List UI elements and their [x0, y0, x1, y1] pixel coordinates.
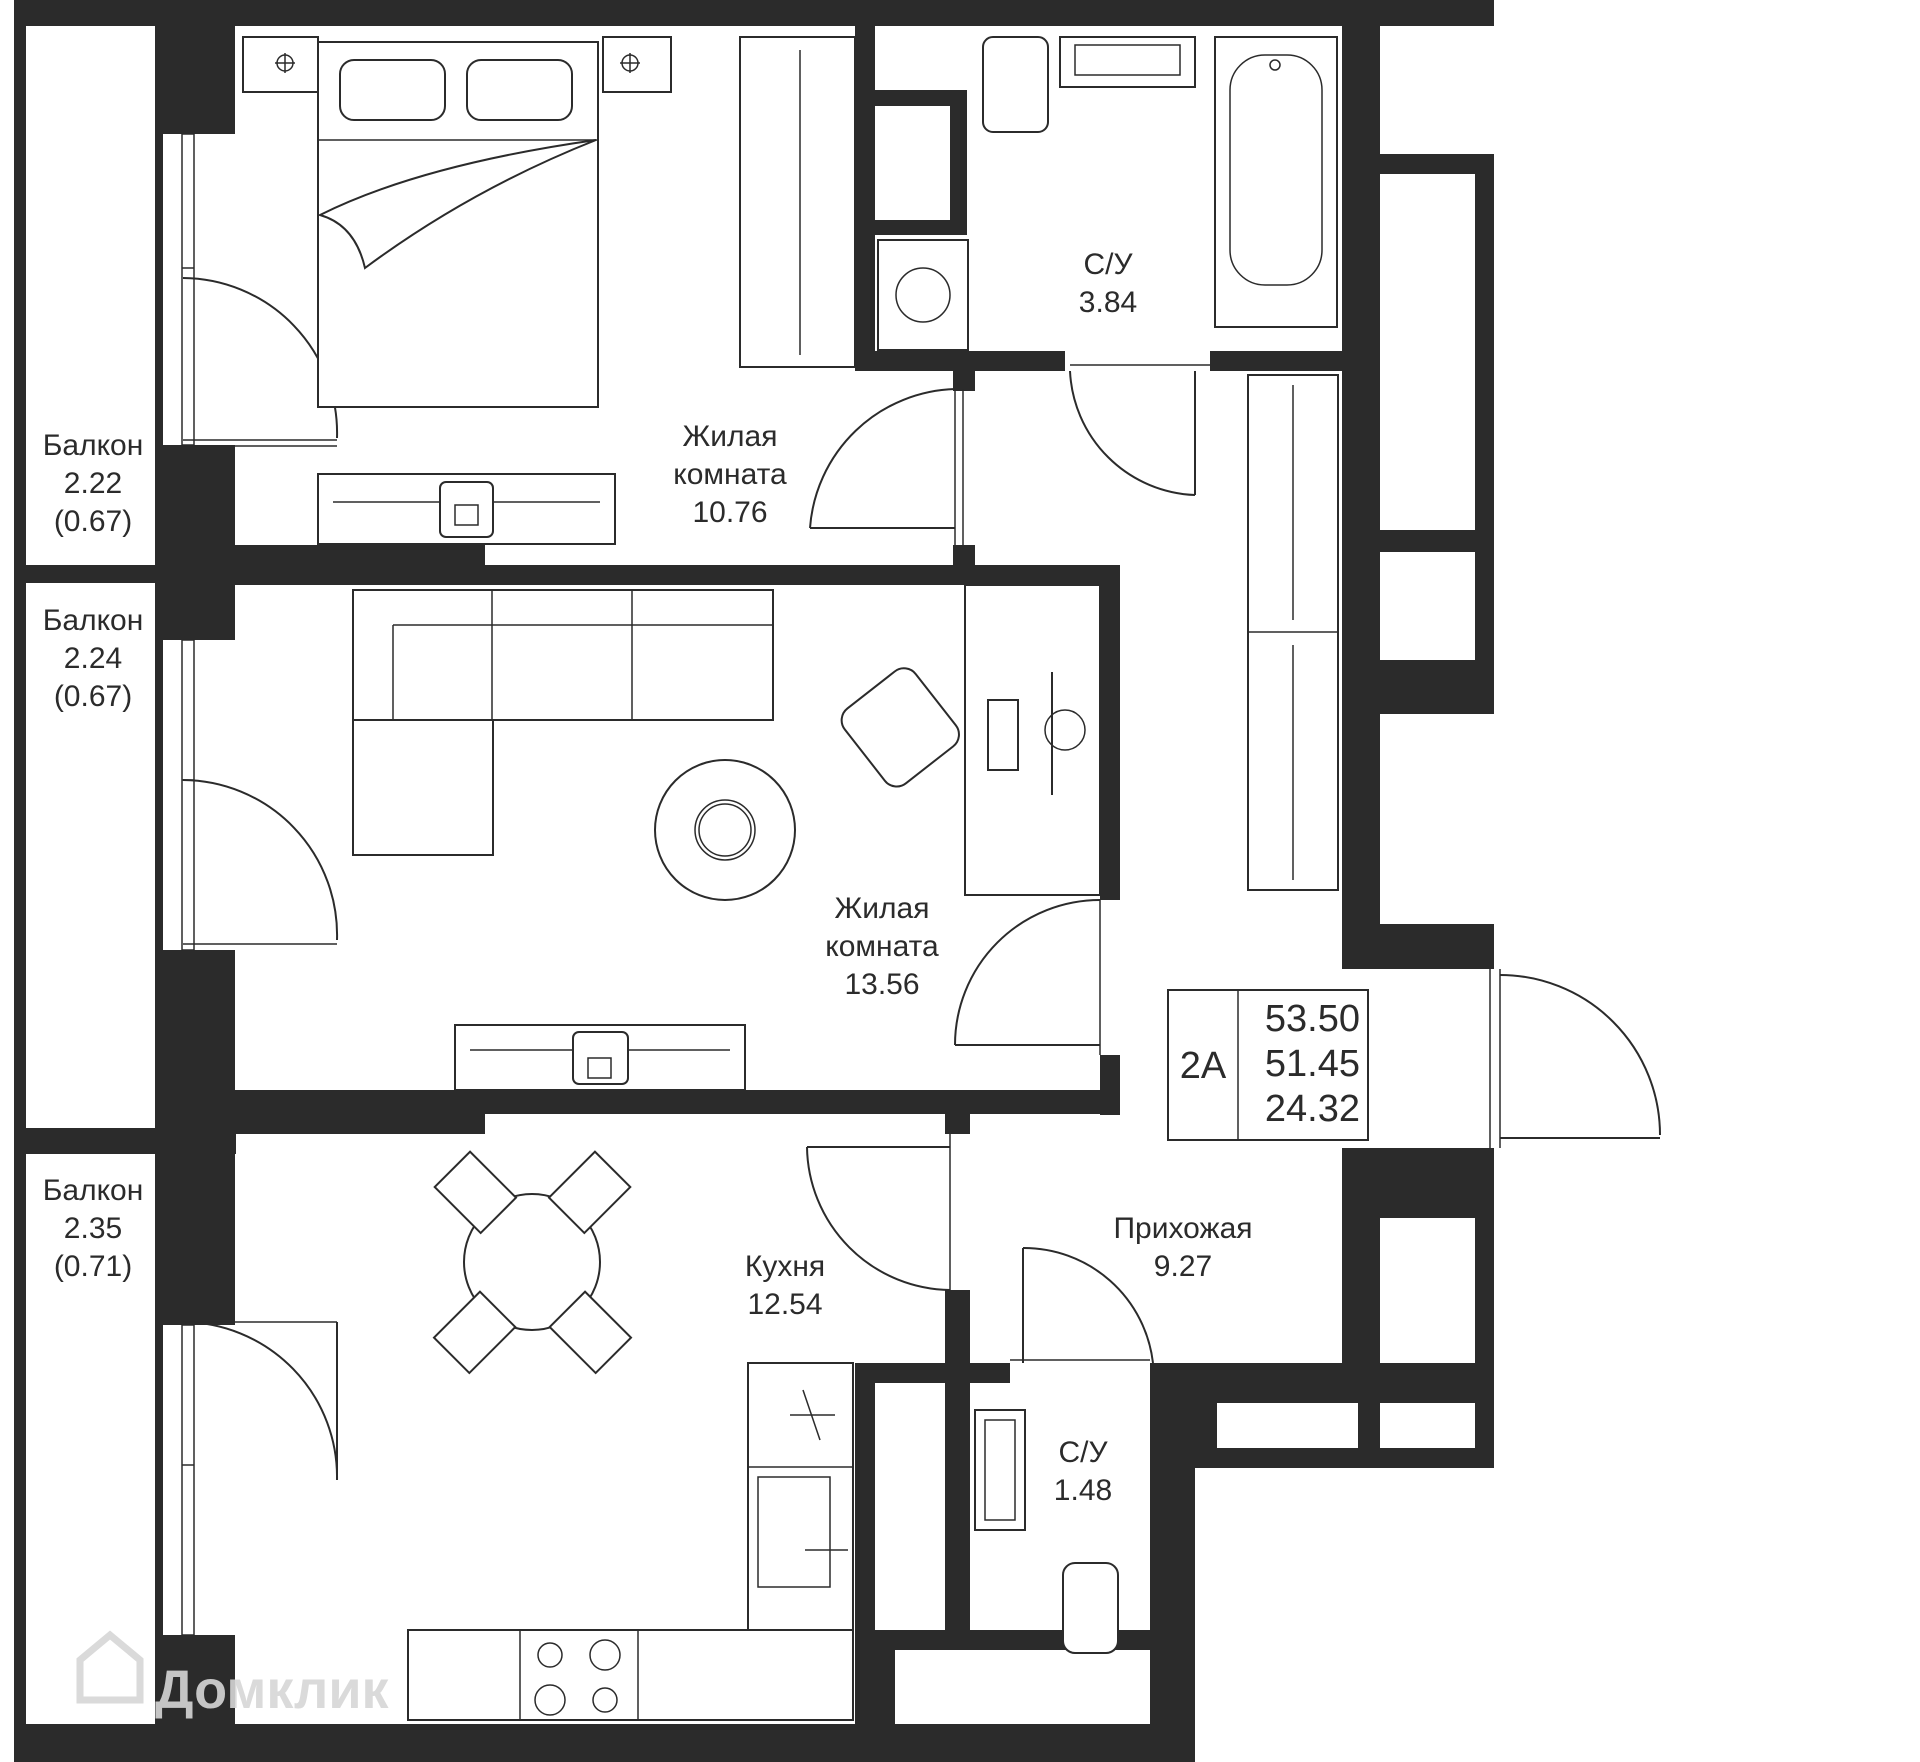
hall-area: 9.27: [1154, 1250, 1212, 1283]
bathroom-main-fixtures: [877, 36, 1338, 351]
sofa: [352, 589, 774, 721]
walls: [155, 26, 1494, 1762]
balcony-2-area: 2.24: [64, 642, 122, 675]
balcony-strip: [14, 0, 1494, 1762]
cooktop-icon: [519, 1629, 639, 1721]
round-rug: [654, 759, 796, 901]
kitchen-sink-icon: [757, 1476, 831, 1588]
balcony-1-reduced: (0.67): [54, 505, 132, 538]
bath-main-area: 3.84: [1079, 286, 1137, 319]
balcony-1-name: Балкон: [43, 429, 144, 462]
bedroom-name-1: Жилая: [683, 420, 778, 453]
bedroom-furniture: [242, 36, 856, 545]
balcony-2-reduced: (0.67): [54, 680, 132, 713]
kitchen-area: 12.54: [747, 1288, 822, 1321]
dining-table: [463, 1193, 601, 1331]
living-area: 24.32: [1265, 1088, 1360, 1130]
balcony-3-area: 2.35: [64, 1212, 122, 1245]
balcony-2-name: Балкон: [43, 604, 144, 637]
balcony-3-reduced: (0.71): [54, 1250, 132, 1283]
apartment-type: 2А: [1180, 1045, 1227, 1087]
kitchen-furniture: [407, 1150, 854, 1721]
bedroom-name-2: комната: [673, 458, 787, 491]
hall-wardrobe: [1247, 374, 1339, 891]
balcony-1-area: 2.22: [64, 467, 122, 500]
living-name-1: Жилая: [835, 892, 930, 925]
windows: [181, 133, 195, 1636]
small-toilet-icon: [1062, 1562, 1119, 1654]
living-name-2: комната: [825, 930, 939, 963]
desk: [964, 584, 1101, 896]
bedroom-area: 10.76: [692, 496, 767, 529]
doors: [182, 277, 1661, 1481]
watermark-text: Домклик: [155, 1660, 390, 1720]
washing-machine-icon: [877, 239, 969, 351]
bath-small-name: С/У: [1058, 1436, 1108, 1469]
kitchen-name: Кухня: [745, 1250, 825, 1283]
toilet-icon: [982, 36, 1049, 133]
bath-main-name: С/У: [1083, 248, 1133, 281]
living-furniture: [352, 584, 1101, 1091]
total-area: 53.50: [1265, 998, 1360, 1040]
bath-small-area: 1.48: [1054, 1474, 1112, 1507]
hall-name: Прихожая: [1113, 1212, 1252, 1245]
labels: Балкон 2.22 (0.67) Балкон 2.24 (0.67) Ба…: [43, 248, 1253, 1507]
small-sink-icon: [974, 1409, 1026, 1531]
bathtub-icon: [1214, 36, 1338, 328]
living-area: 13.56: [844, 968, 919, 1001]
office-chair: [840, 667, 960, 788]
bathroom-small-fixtures: [974, 1409, 1119, 1654]
wardrobe: [739, 36, 856, 368]
balcony-3-name: Балкон: [43, 1174, 144, 1207]
house-logo-icon: [76, 1630, 144, 1704]
keyboard-icon: [987, 699, 1019, 771]
apartment-info-box: 2А 53.50 51.45 24.32: [1167, 989, 1369, 1141]
living-total-area: 51.45: [1265, 1043, 1360, 1085]
watermark: Домклик: [76, 1630, 390, 1720]
